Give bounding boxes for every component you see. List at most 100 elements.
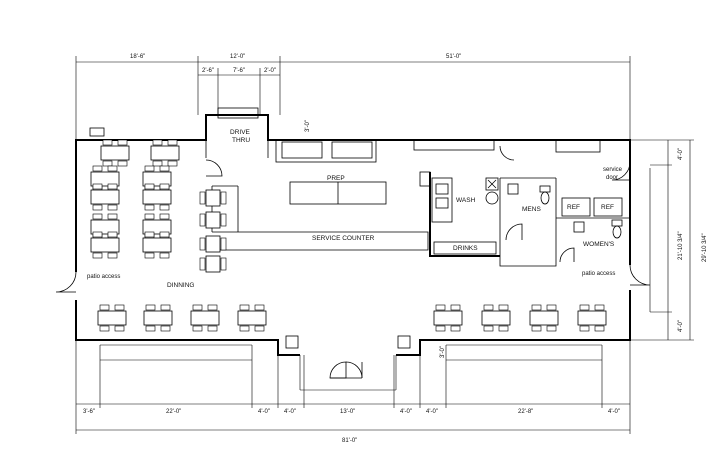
label-service-door-2: door: [606, 175, 618, 181]
label-prep: PREP: [327, 175, 345, 182]
chair: [92, 231, 103, 238]
label-patio-access-right: patio access: [582, 271, 615, 277]
chair: [159, 165, 170, 172]
chair: [199, 257, 206, 271]
label-drive-thru-1: DRIVE: [230, 129, 251, 136]
label-drinks: DRINKS: [453, 245, 478, 252]
dim-dt-side: 3'-0": [305, 120, 311, 132]
dining-table: [577, 310, 607, 326]
dim-bottom-7: 4'-0": [426, 409, 438, 415]
chair: [199, 191, 206, 205]
chair: [531, 325, 542, 332]
chair: [114, 325, 125, 332]
chair: [435, 325, 446, 332]
dim-top-left: 18'-6": [130, 54, 145, 60]
chair: [199, 237, 206, 251]
dim-right-mid: 21'-10 3/4": [678, 231, 684, 260]
chair: [199, 213, 206, 227]
dim-bottom-total: 81'-0": [342, 438, 357, 444]
chair: [102, 160, 113, 167]
dim-bottom-9: 4'-0": [608, 409, 620, 415]
chair: [159, 213, 170, 220]
chair: [152, 139, 163, 146]
chair: [207, 325, 218, 332]
chair: [107, 252, 118, 259]
label-service-door-1: service: [603, 167, 623, 173]
chair: [531, 304, 542, 311]
chair: [92, 252, 103, 259]
chair: [160, 325, 171, 332]
dim-bottom-4: 4'-0": [284, 409, 296, 415]
dim-top-right: 51'-0": [446, 54, 461, 60]
chair: [99, 304, 110, 311]
chair: [144, 165, 155, 172]
chair: [159, 183, 170, 190]
chair: [450, 304, 461, 311]
chair: [117, 139, 128, 146]
dining-table: [481, 310, 511, 326]
dim-bottom-3: 4'-0": [258, 409, 270, 415]
chair: [152, 160, 163, 167]
chair: [114, 304, 125, 311]
chair: [220, 257, 227, 271]
label-womens: WOMEN'S: [583, 241, 615, 248]
dim-entry-side: 3'-0": [440, 346, 446, 358]
chair: [92, 183, 103, 190]
chair: [220, 191, 227, 205]
chair: [435, 304, 446, 311]
dim-right-total: 29'-10 3/4": [702, 233, 708, 262]
dim-bottom-2: 22'-0": [166, 409, 181, 415]
dining-table: [529, 310, 559, 326]
dining-table: [190, 310, 220, 326]
chair: [594, 325, 605, 332]
chair: [546, 325, 557, 332]
dining-table: [205, 189, 221, 207]
label-patio-access-left: patio access: [87, 274, 120, 280]
chair: [546, 304, 557, 311]
chair: [254, 325, 265, 332]
chair: [107, 204, 118, 211]
dim-dt-c: 2'-0": [264, 68, 276, 74]
dim-bottom-8: 22'-8": [518, 409, 533, 415]
chair: [159, 252, 170, 259]
kitchen-fixtures: [55, 139, 651, 293]
label-dinning: DINNING: [167, 282, 194, 289]
dim-right-top: 4'-0": [678, 148, 684, 160]
entry-doors: [329, 361, 363, 379]
chair: [159, 204, 170, 211]
dining-table: [150, 145, 180, 161]
chair: [594, 304, 605, 311]
dim-dt-b: 7'-6": [233, 68, 245, 74]
building-walls: [75, 107, 631, 391]
label-wash: WASH: [456, 197, 476, 204]
dim-bottom-6: 4'-0": [400, 409, 412, 415]
dining-table: [100, 145, 130, 161]
dining-tables: [90, 139, 607, 332]
chair: [92, 213, 103, 220]
chair: [99, 325, 110, 332]
chair: [498, 304, 509, 311]
chair: [145, 325, 156, 332]
chair: [107, 231, 118, 238]
right-dimensions: 4'-0" 21'-10 3/4" 4'-0" 29'-10 3/4": [630, 139, 708, 341]
chair: [159, 231, 170, 238]
dining-table: [142, 237, 172, 253]
chair: [579, 304, 590, 311]
chair: [239, 325, 250, 332]
chair: [102, 139, 113, 146]
chair: [483, 304, 494, 311]
chair: [192, 325, 203, 332]
chair: [107, 213, 118, 220]
chair: [483, 325, 494, 332]
chair: [254, 304, 265, 311]
label-mens: MENS: [522, 206, 541, 213]
label-drive-thru-2: THRU: [232, 137, 250, 144]
chair: [207, 304, 218, 311]
dining-table: [433, 310, 463, 326]
chair: [144, 183, 155, 190]
chair: [92, 204, 103, 211]
chair: [579, 325, 590, 332]
chair: [92, 165, 103, 172]
room-labels: DRIVE THRU PREP SERVICE COUNTER WASH MEN…: [87, 129, 623, 289]
